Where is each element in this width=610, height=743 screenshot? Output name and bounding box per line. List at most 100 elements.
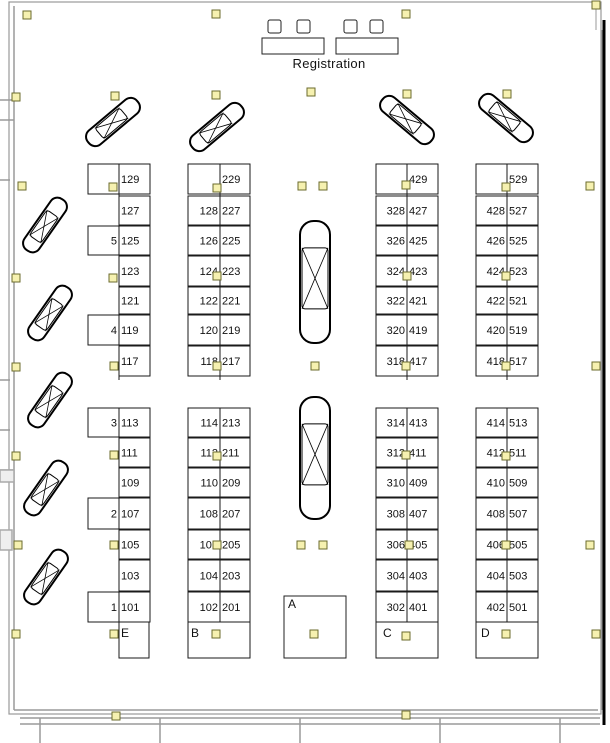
booth-number: 405 bbox=[409, 540, 427, 552]
booth-d-left-5 bbox=[475, 314, 508, 346]
floor-marker bbox=[591, 629, 601, 639]
booth-c-right-0 bbox=[406, 163, 439, 195]
floor-marker bbox=[108, 273, 118, 283]
booth-b-right-2 bbox=[219, 225, 251, 256]
booth-number: 503 bbox=[509, 571, 527, 583]
booth-number: 326 bbox=[387, 236, 405, 248]
booth-b-left-7 bbox=[187, 407, 221, 438]
booth-number: 501 bbox=[509, 602, 527, 614]
floor-marker bbox=[111, 711, 121, 721]
booth-number: 519 bbox=[509, 325, 527, 337]
booth-number: 423 bbox=[409, 266, 427, 278]
booth-e-right-12 bbox=[118, 559, 151, 592]
floor-marker bbox=[591, 0, 601, 10]
booth-number: 424 bbox=[487, 266, 505, 278]
booth-b-right-4 bbox=[219, 286, 251, 315]
booth-number: 529 bbox=[509, 174, 527, 186]
booth-number: 402 bbox=[487, 602, 505, 614]
booth-e-left-5 bbox=[87, 314, 120, 346]
registration-table-right bbox=[335, 37, 399, 55]
booth-number: 403 bbox=[409, 571, 427, 583]
floor-marker bbox=[212, 451, 222, 461]
floor-marker bbox=[501, 451, 511, 461]
floor-marker bbox=[401, 631, 411, 641]
booth-c-right-10 bbox=[406, 497, 439, 530]
booth-c-left-1 bbox=[375, 195, 408, 226]
booth-d-right-12 bbox=[506, 559, 539, 592]
booth-c-left-10 bbox=[375, 497, 408, 530]
booth-number: 429 bbox=[409, 174, 427, 186]
floor-marker bbox=[11, 629, 21, 639]
booth-d-left-7 bbox=[475, 407, 508, 438]
booth-e-right-9 bbox=[118, 467, 151, 498]
car-7 bbox=[23, 459, 69, 517]
floor-marker bbox=[13, 540, 23, 550]
floor-marker bbox=[591, 361, 601, 371]
booth-number: 122 bbox=[200, 296, 218, 308]
booth-number: 107 bbox=[121, 509, 139, 521]
booth-number: 211 bbox=[222, 448, 240, 460]
booth-d-right-0 bbox=[506, 163, 539, 195]
booth-d-left-4 bbox=[475, 286, 508, 315]
booth-e-right-10 bbox=[118, 497, 151, 530]
booth-d-right-2 bbox=[506, 225, 539, 256]
car-4 bbox=[22, 196, 68, 254]
booth-e-right-4 bbox=[118, 286, 151, 315]
floor-marker bbox=[318, 181, 328, 191]
booth-number: 525 bbox=[509, 236, 527, 248]
booth-d-right-10 bbox=[506, 497, 539, 530]
booth-b-right-7 bbox=[219, 407, 251, 438]
car-10 bbox=[299, 396, 331, 520]
booth-number: 509 bbox=[509, 478, 527, 490]
floor-marker bbox=[297, 181, 307, 191]
booth-d-left-1 bbox=[475, 195, 508, 226]
booth-number: 517 bbox=[509, 356, 527, 368]
booth-e-right-8 bbox=[118, 437, 151, 468]
floor-marker bbox=[309, 629, 319, 639]
booth-number: 5 bbox=[111, 236, 117, 248]
booth-e-right-3 bbox=[118, 255, 151, 287]
booth-number: 121 bbox=[121, 296, 139, 308]
floor-marker bbox=[110, 91, 120, 101]
booth-d-right-6 bbox=[506, 345, 539, 377]
floor-marker bbox=[402, 89, 412, 99]
booth-number: 104 bbox=[200, 571, 218, 583]
floor-marker bbox=[401, 361, 411, 371]
booth-d-left-2 bbox=[475, 225, 508, 256]
booth-number: 126 bbox=[200, 236, 218, 248]
floor-marker bbox=[310, 361, 320, 371]
booth-number: 521 bbox=[509, 296, 527, 308]
booth-d-right-8 bbox=[506, 437, 539, 468]
booth-number: 221 bbox=[222, 296, 240, 308]
booth-c-right-3 bbox=[406, 255, 439, 287]
booth-number: 1 bbox=[111, 602, 117, 614]
car-8 bbox=[23, 548, 69, 606]
booth-number: 120 bbox=[200, 325, 218, 337]
booth-e-right-2 bbox=[118, 225, 151, 256]
booth-number: 4 bbox=[111, 325, 117, 337]
booth-number: 318 bbox=[387, 356, 405, 368]
booth-number: 105 bbox=[121, 540, 139, 552]
floor-marker bbox=[501, 182, 511, 192]
booth-number: 304 bbox=[387, 571, 405, 583]
car-1 bbox=[189, 101, 245, 153]
floor-marker bbox=[211, 9, 221, 19]
booth-c-right-5 bbox=[406, 314, 439, 346]
floor-marker bbox=[212, 271, 222, 281]
booth-number: 108 bbox=[200, 509, 218, 521]
booth-c-right-4 bbox=[406, 286, 439, 315]
booth-number: 401 bbox=[409, 602, 427, 614]
floor-marker bbox=[296, 540, 306, 550]
floor-marker bbox=[501, 361, 511, 371]
booth-number: 103 bbox=[121, 571, 139, 583]
floor-marker bbox=[109, 540, 119, 550]
booth-e-left-13 bbox=[87, 591, 120, 623]
car-9 bbox=[299, 220, 331, 344]
booth-number: 129 bbox=[121, 174, 139, 186]
booth-b-right-1 bbox=[219, 195, 251, 226]
booth-c-left-9 bbox=[375, 467, 408, 498]
booth-d-right-7 bbox=[506, 407, 539, 438]
vehicle-displays bbox=[22, 92, 534, 606]
